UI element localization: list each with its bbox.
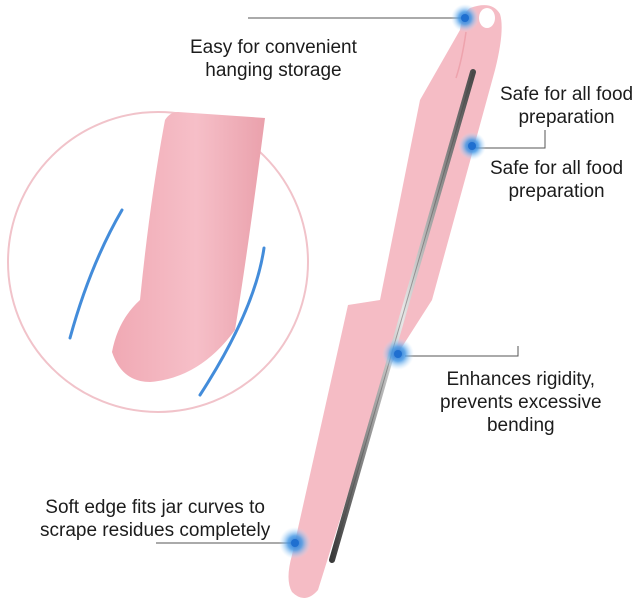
label-rigidity-line3: bending xyxy=(486,415,555,436)
label-hanging-line2: hanging storage xyxy=(205,60,342,81)
label-rigidity: Enhances rigidity, prevents excessive be… xyxy=(440,368,602,437)
steel-rod xyxy=(329,69,476,563)
zoom-circle xyxy=(7,111,309,413)
label-rigidity-line2: prevents excessive xyxy=(440,392,602,413)
label-hanging: Easy for convenient hanging storage xyxy=(190,36,357,82)
spatula xyxy=(288,5,502,599)
label-safe-top-line1: Safe for all food xyxy=(500,84,634,105)
label-soft-edge-line1: Soft edge fits jar curves to xyxy=(45,497,265,518)
hanging-hole xyxy=(479,8,495,28)
label-safe-bottom-line2: preparation xyxy=(508,181,605,202)
markers xyxy=(279,4,486,559)
label-hanging-line1: Easy for convenient xyxy=(190,37,357,58)
label-rigidity-line1: Enhances rigidity, xyxy=(446,369,596,390)
label-safe-bottom: Safe for all food preparation xyxy=(490,157,623,203)
zoomed-spatula-tip xyxy=(112,112,265,382)
leader-lines xyxy=(156,17,546,544)
label-soft-edge: Soft edge fits jar curves to scrape resi… xyxy=(40,496,270,542)
label-safe-top-line2: preparation xyxy=(518,107,615,128)
label-safe-bottom-line1: Safe for all food xyxy=(490,158,624,179)
label-soft-edge-line2: scrape residues completely xyxy=(40,520,271,541)
label-safe-top: Safe for all food preparation xyxy=(500,83,633,129)
